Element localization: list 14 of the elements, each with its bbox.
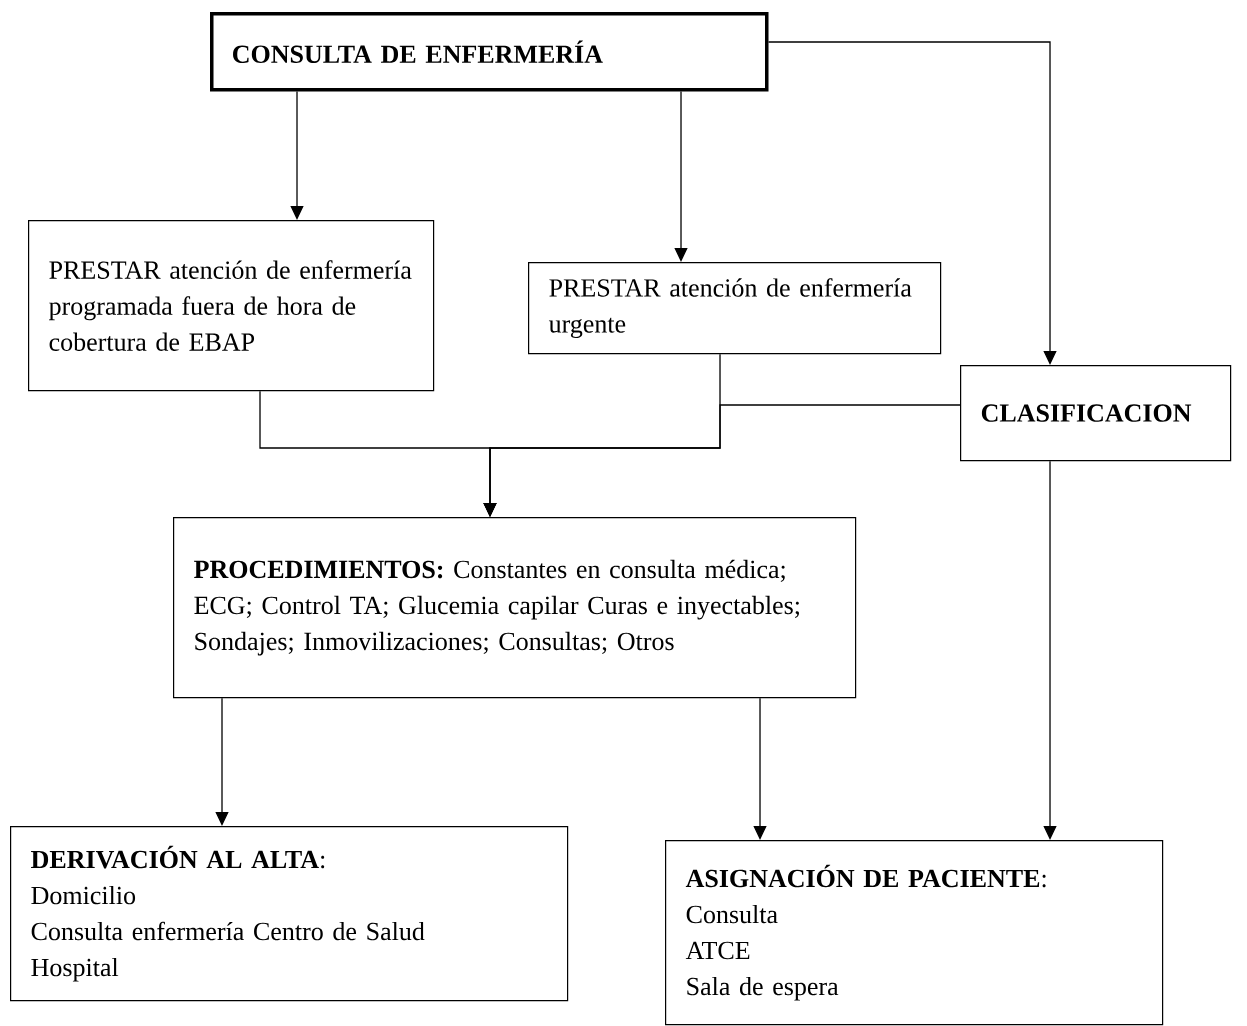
process-box: PROCEDIMIENTOS: Constantes en consulta médica; ECG; Control TA; Glucemia capilar Curas e inyectables; Sondajes; Inmovilizaciones; Consultas; Otros: [173, 517, 857, 699]
heading-box: CONSULTA DE ENFERMERÍA: [210, 12, 769, 92]
arrow: [753, 697, 767, 840]
process-box: PRESTAR atención de enfermería programada fuera de hora de cobertura de EBAP: [28, 220, 435, 392]
arrow: [767, 41, 1057, 365]
arrow: [483, 404, 961, 517]
arrow: [215, 697, 229, 826]
process-box: ASIGNACIÓN DE PACIENTE: Consulta ATCE Sala de espera: [665, 840, 1164, 1026]
arrow: [290, 90, 304, 220]
arrow: [674, 90, 688, 262]
arrow: [1043, 460, 1057, 840]
process-box: DERIVACIÓN AL ALTA: Domicilio Consulta enfermería Centro de Salud Hospital: [10, 826, 569, 1002]
process-box: PRESTAR atención de enfermería urgente: [528, 262, 942, 355]
process-box: CLASIFICACION: [960, 365, 1232, 462]
